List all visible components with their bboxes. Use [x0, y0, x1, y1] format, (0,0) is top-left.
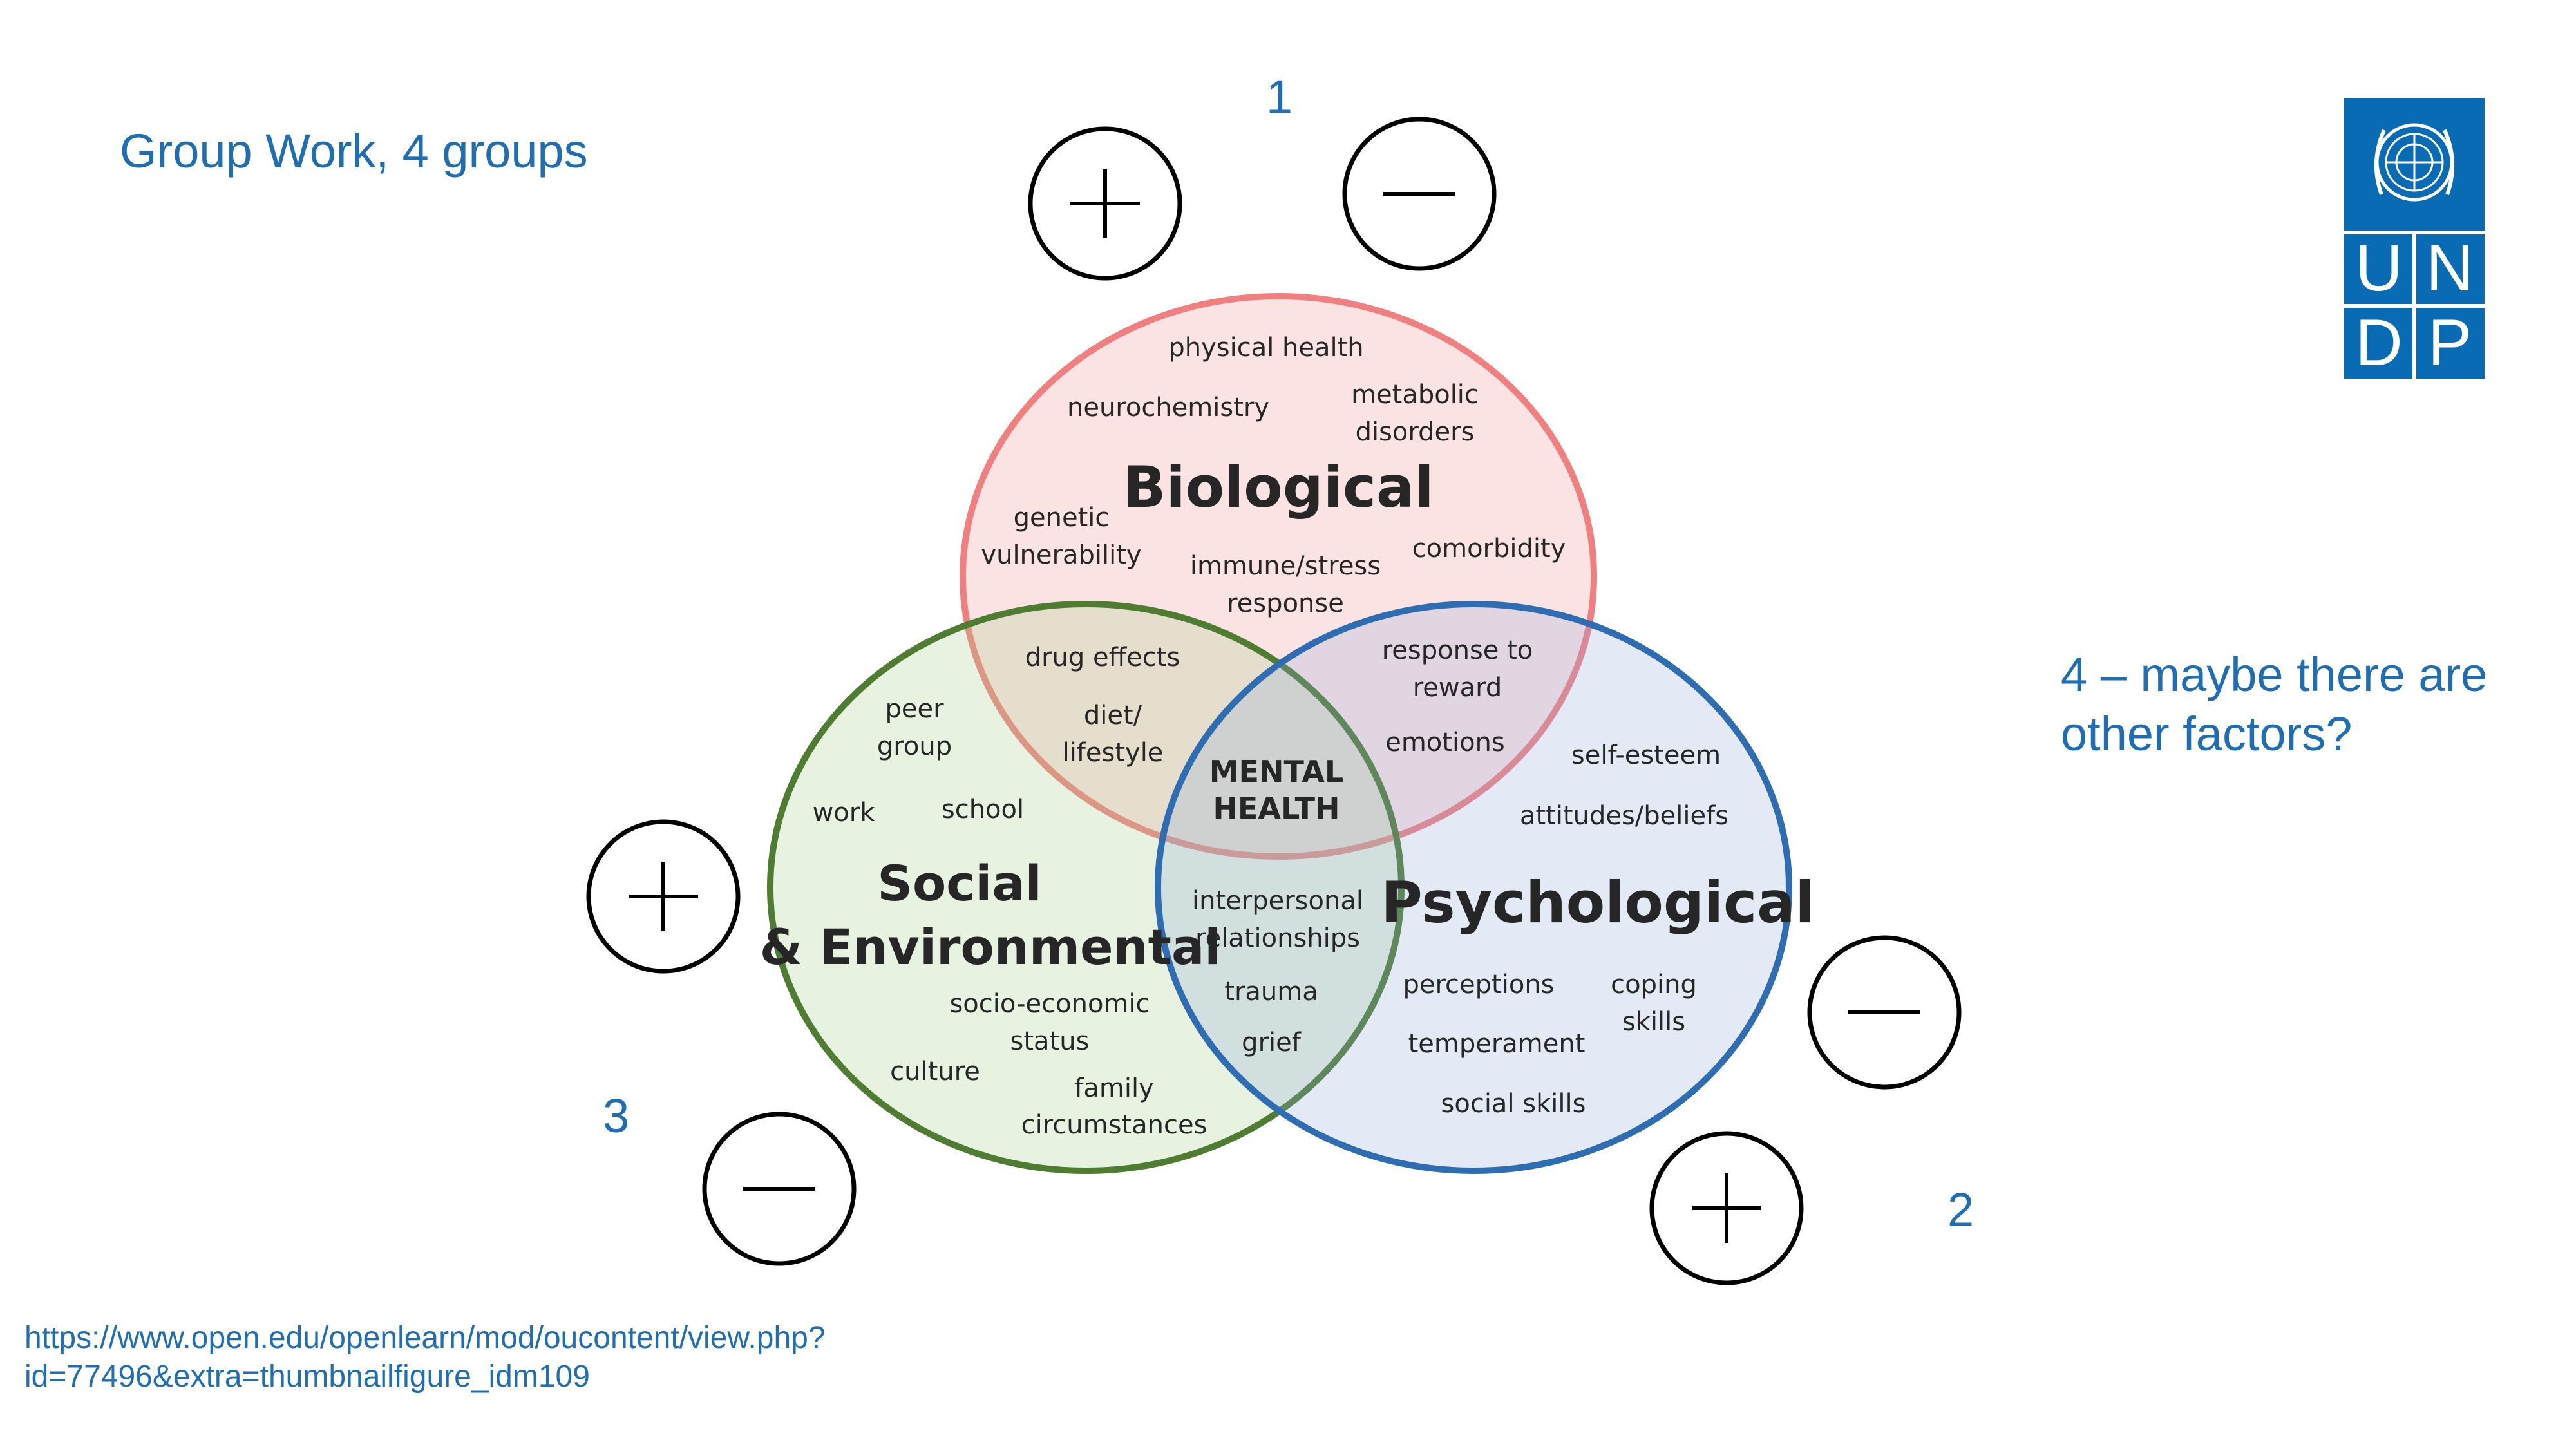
overlap-diet: diet/ [1084, 701, 1142, 730]
social-circle [767, 601, 1405, 1174]
psych-item-self-esteem: self-esteem [1571, 741, 1721, 770]
overlap-interpersonal: interpersonal [1192, 886, 1363, 916]
social-item-culture: culture [890, 1057, 980, 1086]
plus-circle-icon [1649, 1131, 1804, 1285]
logo-letter-n: N [2426, 231, 2474, 305]
social-item-family: family [1074, 1074, 1153, 1103]
bio-item-disorders: disorders [1356, 417, 1475, 447]
overlap-reward: reward [1413, 673, 1502, 703]
logo-letter-p: P [2427, 306, 2472, 379]
overlap-trauma: trauma [1224, 977, 1318, 1007]
social-item-peer: peer [885, 694, 944, 724]
bio-item-physical-health: physical health [1168, 333, 1363, 363]
group-number-1: 1 [1266, 70, 1293, 124]
un-emblem-icon [2374, 123, 2455, 202]
psych-item-coping: coping [1611, 970, 1697, 999]
biological-title: Biological [1122, 454, 1434, 520]
slide-title: Group Work, 4 groups [120, 124, 588, 178]
logo-letter-d: D [2355, 306, 2403, 379]
minus-circle-icon [1807, 935, 1962, 1090]
overlap-response-to: response to [1382, 636, 1533, 665]
psych-item-skills: skills [1622, 1007, 1685, 1037]
bio-item-vulnerability: vulnerability [981, 540, 1141, 570]
bio-item-genetic: genetic [1014, 503, 1110, 533]
biological-circle [960, 293, 1597, 860]
plus-circle-icon [1028, 126, 1182, 281]
social-item-school: school [942, 795, 1024, 824]
group-number-3: 3 [603, 1089, 630, 1142]
social-title-line1: Social [877, 855, 1041, 912]
bio-item-metabolic: metabolic [1351, 380, 1479, 410]
overlap-grief: grief [1242, 1028, 1302, 1057]
undp-logo: U N D P [2344, 98, 2485, 379]
psych-item-temperament: temperament [1408, 1029, 1586, 1059]
psych-item-perceptions: perceptions [1403, 970, 1554, 999]
minus-circle-icon [1342, 117, 1497, 271]
group-number-2: 2 [1947, 1183, 1975, 1236]
minus-circle-icon [702, 1112, 857, 1266]
plus-circle-icon [586, 819, 741, 974]
overlap-lifestyle: lifestyle [1063, 738, 1164, 768]
overlap-emotions: emotions [1385, 728, 1505, 757]
bio-item-comorbidity: comorbidity [1412, 534, 1566, 564]
logo-letter-u: U [2355, 231, 2403, 305]
group-4-note: 4 – maybe there are other factors? [2061, 648, 2488, 761]
social-item-socio-economic: socio-economic [949, 989, 1150, 1019]
overlap-drug-effects: drug effects [1025, 643, 1180, 672]
psychological-circle [1155, 601, 1792, 1174]
overlap-relationships: relationships [1195, 923, 1360, 953]
bio-item-immune-stress: immune/stress [1190, 551, 1381, 581]
social-title-line2: & Environmental [760, 918, 1222, 976]
psych-item-social-skills: social skills [1441, 1089, 1586, 1119]
social-item-circumstances: circumstances [1021, 1110, 1208, 1140]
center-health: HEALTH [1213, 791, 1340, 826]
bio-item-response: response [1227, 589, 1344, 618]
social-item-group: group [877, 732, 952, 761]
bio-item-neurochemistry: neurochemistry [1067, 393, 1269, 422]
psychological-title: Psychological [1381, 869, 1814, 936]
social-item-status: status [1010, 1027, 1090, 1056]
social-item-work: work [813, 798, 876, 828]
psych-item-attitudes-beliefs: attitudes/beliefs [1520, 801, 1728, 831]
center-mental: MENTAL [1209, 754, 1343, 789]
